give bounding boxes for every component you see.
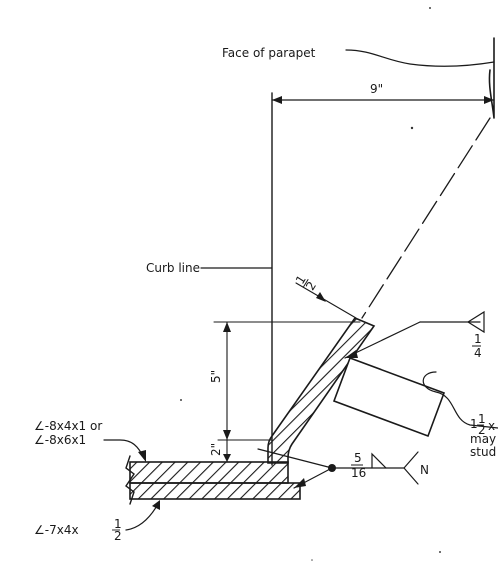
dimension-half-arrow: [316, 292, 326, 302]
stud-label-x: x: [488, 419, 495, 433]
dimension-9-arrow-left: [272, 96, 282, 104]
svg-text:2: 2: [303, 279, 319, 293]
weld-quarter-leader: [344, 321, 421, 359]
stud-label-line3: stud: [470, 445, 496, 459]
weld-516-arrow: [294, 478, 306, 488]
top-angle-leg: [129, 461, 289, 484]
bottom-angle-leader-arrow: [152, 500, 160, 510]
stud-label-line2: may: [470, 432, 496, 446]
dimension-9-arrow-right: [484, 96, 494, 104]
svg-text:2: 2: [478, 423, 486, 437]
dimension-2-label: 2": [209, 443, 223, 456]
top-angle-label-line2: ∠-8x6x1: [34, 433, 86, 447]
slope-dashed-line: [361, 117, 491, 319]
stud-label-frac: 1 2: [477, 412, 486, 437]
top-angle-leader: [103, 439, 145, 459]
svg-text:4: 4: [474, 346, 482, 360]
bottom-angle-leader: [125, 503, 159, 531]
weld-quarter-fillet-symbol: [466, 310, 485, 334]
svg-text:1: 1: [474, 332, 482, 346]
dimension-5-label: 5": [209, 370, 223, 383]
svg-text:5: 5: [354, 451, 362, 465]
stud-label-line1: 1: [470, 417, 478, 431]
speck: [311, 559, 313, 561]
dimension-2-arrow-bottom: [223, 454, 231, 462]
dimension-5-arrow-top: [223, 322, 231, 332]
svg-text:1: 1: [114, 517, 122, 531]
weld-516-tail: [403, 451, 419, 485]
speck: [410, 126, 414, 130]
stud-leader: [422, 371, 498, 429]
bent-plate: [267, 317, 376, 464]
weld-516-size: 5 16: [351, 451, 366, 480]
parapet-face-line: [488, 37, 495, 119]
top-angle-label-line1: ∠-8x4x1 or: [34, 419, 102, 433]
dimension-half-line: [295, 282, 357, 319]
dimension-9-label: 9": [370, 82, 383, 96]
face-of-parapet-label: Face of parapet: [222, 46, 316, 60]
bottom-angle-label-frac: 1 2: [112, 517, 122, 543]
bottom-angle-leg: [129, 482, 301, 500]
shear-stud: [332, 356, 446, 438]
speck: [439, 551, 441, 553]
svg-text:16: 16: [351, 466, 366, 480]
svg-text:2: 2: [114, 529, 122, 543]
speck: [429, 7, 431, 9]
face-of-parapet-leader: [345, 49, 495, 67]
weld-516-fillet-symbol: [371, 452, 387, 469]
svg-text:1: 1: [478, 412, 486, 426]
top-angle-leader-arrow: [138, 450, 146, 462]
dimension-5-arrow-bottom: [223, 430, 231, 440]
break-line: [125, 455, 135, 505]
weld-quarter-size: 1 4: [472, 332, 482, 360]
weld-516-leader-b: [257, 448, 333, 469]
curb-line-label: Curb line: [146, 261, 200, 275]
weld-516-n-label: N: [420, 463, 429, 477]
speck: [180, 399, 182, 401]
weld-quarter-arrow: [345, 350, 358, 358]
bottom-angle-label: ∠-7x4x: [34, 523, 79, 537]
